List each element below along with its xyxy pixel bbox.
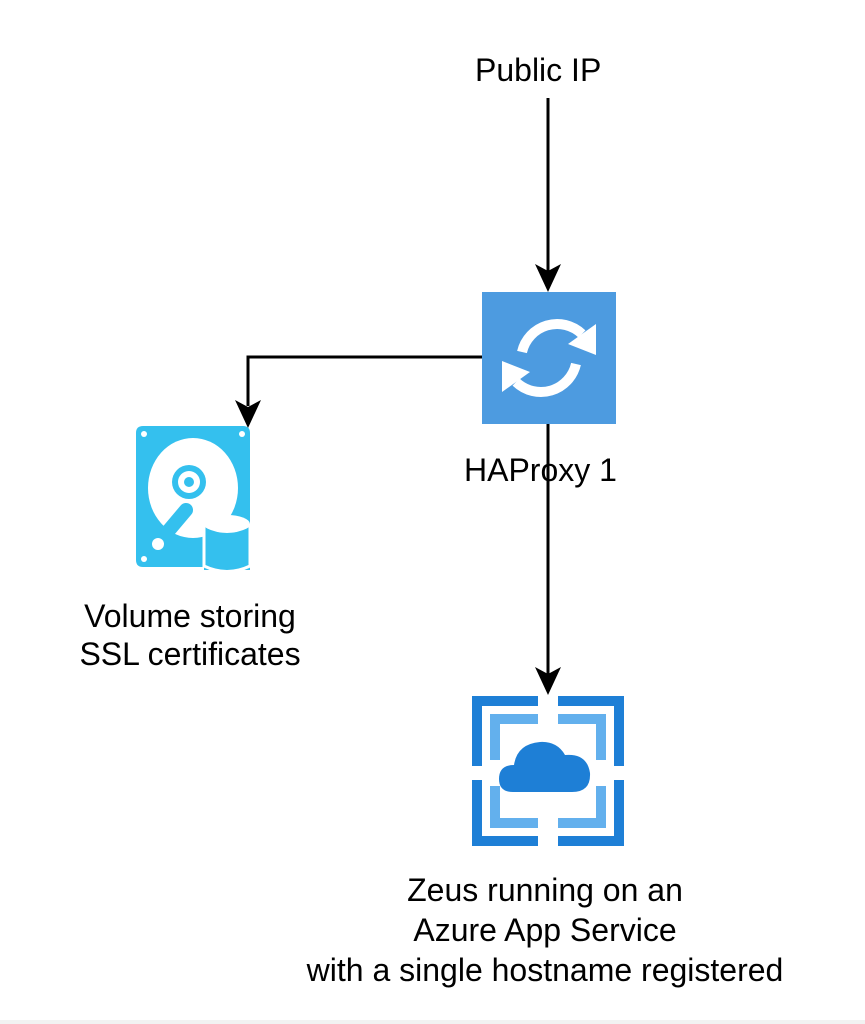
volume-label-line-2: SSL certificates — [79, 636, 301, 672]
edge-publicip-to-haproxy[interactable] — [535, 98, 561, 292]
haproxy-label: HAProxy 1 — [464, 452, 617, 488]
app-service-label: Zeus running on an Azure App Service wit… — [270, 870, 820, 990]
volume-label-line-1: Volume storing — [84, 598, 296, 634]
app-service-label-line-3: with a single hostname registered — [306, 952, 784, 988]
volume-node[interactable] — [136, 426, 252, 573]
sync-icon — [502, 319, 596, 397]
bottom-border — [0, 1020, 865, 1024]
hard-disk-database-icon — [136, 426, 252, 573]
edge-haproxy-to-appservice[interactable] — [535, 424, 561, 695]
public-ip-label: Public IP — [475, 52, 602, 88]
app-service-label-line-2: Azure App Service — [413, 912, 677, 948]
azure-app-service-icon — [472, 696, 624, 846]
haproxy-node[interactable] — [482, 292, 616, 424]
app-service-label-line-1: Zeus running on an — [407, 872, 683, 908]
app-service-node[interactable] — [472, 696, 624, 846]
haproxy-box — [482, 292, 616, 424]
edge-haproxy-to-volume[interactable] — [235, 355, 482, 428]
volume-label: Volume storing SSL certificates — [60, 597, 320, 673]
